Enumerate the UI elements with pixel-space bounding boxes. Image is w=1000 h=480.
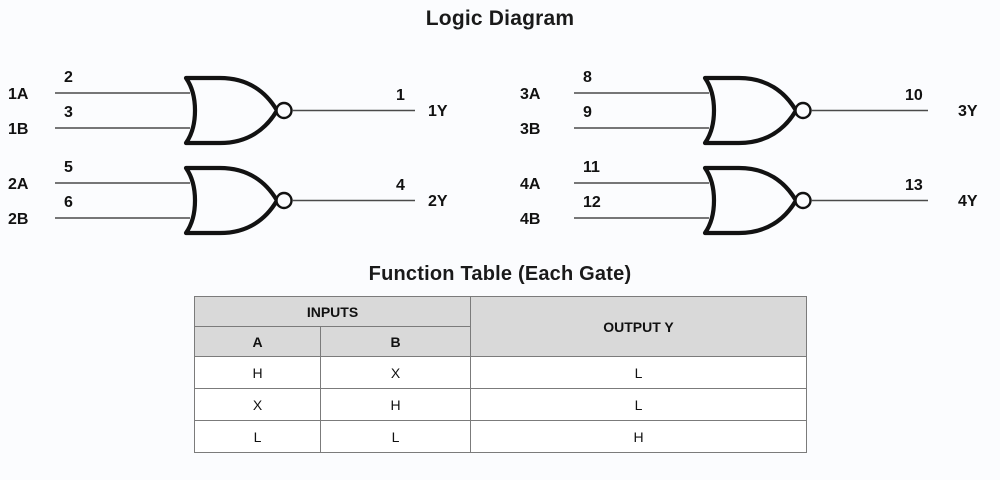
gate-2-input-a-label: 2A	[8, 176, 29, 193]
gate-1-input-b-pin: 3	[64, 104, 73, 121]
gate-2-input-a-pin: 5	[64, 159, 73, 176]
table-row: H X L	[194, 356, 807, 389]
gate-1-input-a-pin: 2	[64, 69, 73, 86]
gate-4-inversion-bubble	[794, 191, 812, 210]
cell-input-a: X	[194, 388, 321, 421]
gate-4-input-a-label: 4A	[520, 176, 541, 193]
table-header-row-group: INPUTS OUTPUT Y	[194, 296, 807, 357]
gate-2-output-label: 2Y	[428, 193, 448, 210]
gate-4-output-label: 4Y	[958, 193, 978, 210]
header-input-b: B	[320, 326, 471, 357]
table-row: L L H	[194, 420, 807, 453]
gate-2-nor-body	[183, 165, 280, 236]
logic-diagram: 1A 2 1B 3 1 1Y 2A 5 2B 6 4 2Y	[8, 69, 978, 236]
gate-2-input-b-label: 2B	[8, 211, 28, 228]
gate-3-output-label: 3Y	[958, 103, 978, 120]
gate-3-input-a-pin: 8	[583, 69, 592, 86]
gate-3-input-a-label: 3A	[520, 86, 541, 103]
gate-1-output-label: 1Y	[428, 103, 448, 120]
gate-4-input-a-pin: 11	[583, 159, 600, 176]
table-row: X H L	[194, 388, 807, 421]
gate-3-input-b-label: 3B	[520, 121, 540, 138]
gate-4-input-b-label: 4B	[520, 211, 540, 228]
function-table-title: Function Table (Each Gate)	[368, 263, 632, 285]
header-output-y: OUTPUT Y	[470, 296, 807, 357]
cell-input-a: L	[194, 420, 321, 453]
cell-input-a: H	[194, 356, 321, 389]
cell-output-y: L	[470, 388, 807, 421]
function-table: INPUTS OUTPUT Y A B H X L X H L L L H	[194, 296, 807, 453]
gate-3-input-b-pin: 9	[583, 104, 592, 121]
diagram-title: Logic Diagram	[425, 7, 575, 30]
gate-1-nor-body	[183, 75, 280, 146]
gate-3-output-pin: 10	[905, 87, 923, 104]
gate-1-inversion-bubble	[275, 101, 293, 120]
gate-3-nor-body	[702, 75, 799, 146]
gate-4-output-pin: 13	[905, 177, 923, 194]
gate-2-inversion-bubble	[275, 191, 293, 210]
gate-4-input-b-pin: 12	[583, 194, 601, 211]
gate-4-nor-body	[702, 165, 799, 236]
gate-1-input-b-label: 1B	[8, 121, 28, 138]
gate-1: 1A 2 1B 3 1 1Y	[8, 69, 448, 146]
gate-2-output-pin: 4	[396, 177, 405, 194]
cell-input-b: H	[320, 388, 471, 421]
gate-1-input-a-label: 1A	[8, 86, 29, 103]
header-input-a: A	[194, 326, 321, 357]
gate-2-input-b-pin: 6	[64, 194, 73, 211]
header-inputs-group: INPUTS	[194, 296, 471, 327]
gate-3-inversion-bubble	[794, 101, 812, 120]
cell-output-y: L	[470, 356, 807, 389]
gate-4: 4A 11 4B 12 13 4Y	[520, 159, 978, 236]
gate-1-output-pin: 1	[396, 87, 405, 104]
cell-input-b: X	[320, 356, 471, 389]
cell-output-y: H	[470, 420, 807, 453]
cell-input-b: L	[320, 420, 471, 453]
gate-2: 2A 5 2B 6 4 2Y	[8, 159, 448, 236]
gate-3: 3A 8 3B 9 10 3Y	[520, 69, 978, 146]
